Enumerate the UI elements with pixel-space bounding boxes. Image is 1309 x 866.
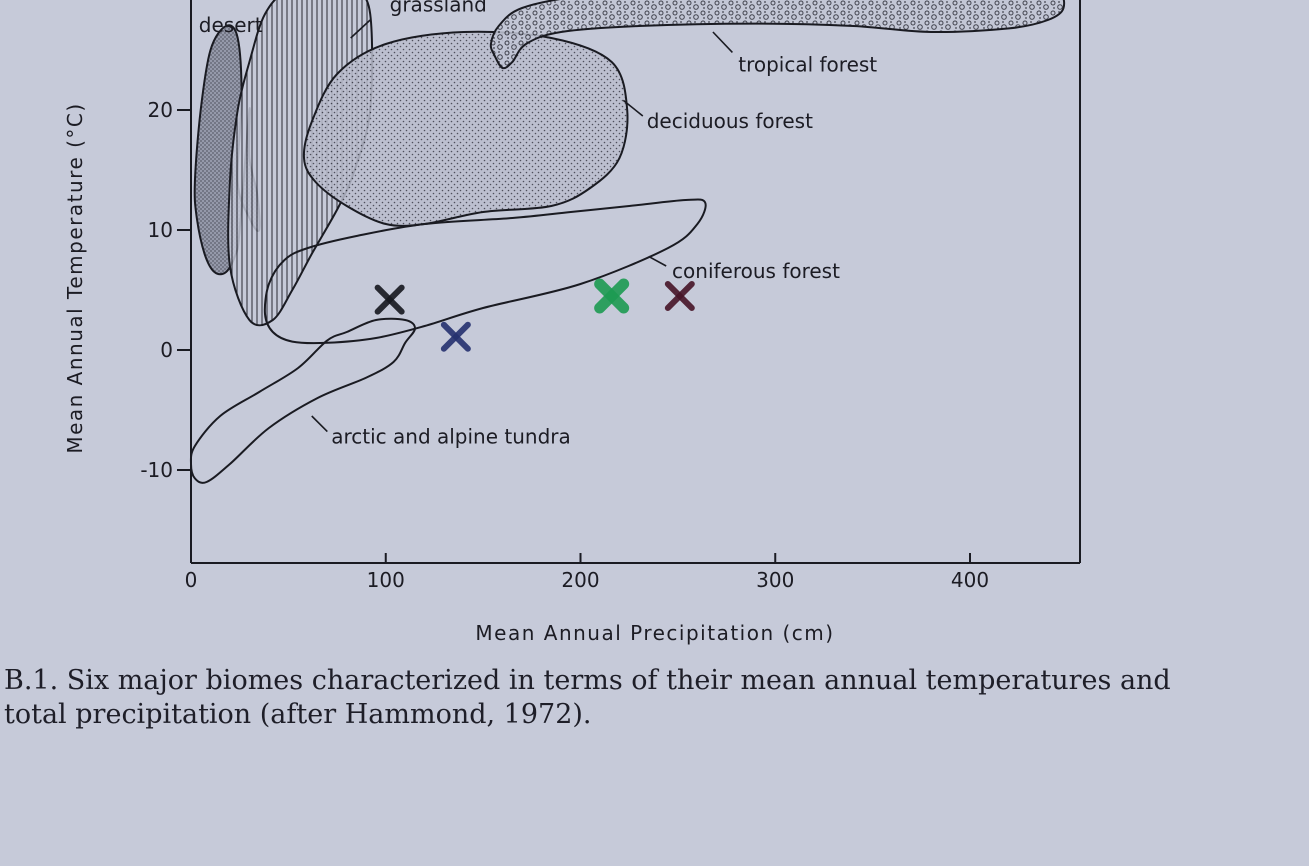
region-tropical-forest [489, 0, 1066, 70]
y-tick-label--10: -10 [140, 458, 173, 482]
x-axis-label: Mean Annual Precipitation (cm) [475, 621, 834, 645]
chart-axes: 0 100 200 300 400 -10 0 10 20 30Mean Annual Preci… [63, 0, 1081, 645]
y-tick-label-30: 30 [148, 0, 173, 2]
x-tick-label-100: 100 [367, 568, 405, 592]
data-marker-1 [374, 284, 405, 315]
x-tick-label-300: 300 [756, 568, 794, 592]
region-label-desert: desert [199, 13, 263, 37]
x-tick-label-0: 0 [185, 568, 198, 592]
y-tick-label-20: 20 [148, 98, 173, 122]
marker-stroke-b [594, 278, 630, 314]
y-axis-label: Mean Annual Temperature (°C) [63, 102, 87, 453]
marker-stroke-b [440, 321, 471, 352]
biome-chart: 0 100 200 300 400 -10 0 10 20 30Mean Annual Preci… [63, 0, 1081, 645]
region-labels: desert grassland deciduous forest tropical … [199, 0, 878, 449]
region-label-arctic-and-alpine-tundra: arctic and alpine tundra [331, 425, 571, 449]
region-label-tropical-forest: tropical forest [738, 53, 877, 77]
leader-line-deciduous-forest [622, 99, 644, 117]
region-label-grassland: grassland [390, 0, 487, 17]
region-label-coniferous-forest: coniferous forest [672, 259, 840, 283]
data-markers [374, 278, 695, 352]
region-label-deciduous-forest: deciduous forest [647, 109, 813, 133]
region-coniferous-forest [263, 198, 707, 345]
region-arctic-and-alpine-tundra [189, 317, 417, 484]
leader-line-coniferous-forest [648, 255, 667, 267]
figure-caption: B.1. Six major biomes characterized in t… [4, 665, 1171, 730]
x-tick-label-400: 400 [951, 568, 989, 592]
x-tick-label-200: 200 [561, 568, 599, 592]
region-deciduous-forest [302, 30, 629, 227]
leader-line-grassland [350, 19, 371, 39]
data-marker-2 [440, 321, 471, 352]
data-marker-3 [594, 278, 630, 314]
y-tick-label-0: 0 [160, 338, 173, 362]
leader-line-arctic-and-alpine-tundra [311, 415, 328, 433]
leader-line-tropical-forest [712, 31, 733, 53]
y-tick-label-10: 10 [148, 218, 173, 242]
marker-stroke-b [374, 284, 405, 315]
marker-stroke-b [664, 281, 695, 311]
data-marker-4 [664, 281, 695, 311]
biome-regions [189, 0, 1066, 484]
